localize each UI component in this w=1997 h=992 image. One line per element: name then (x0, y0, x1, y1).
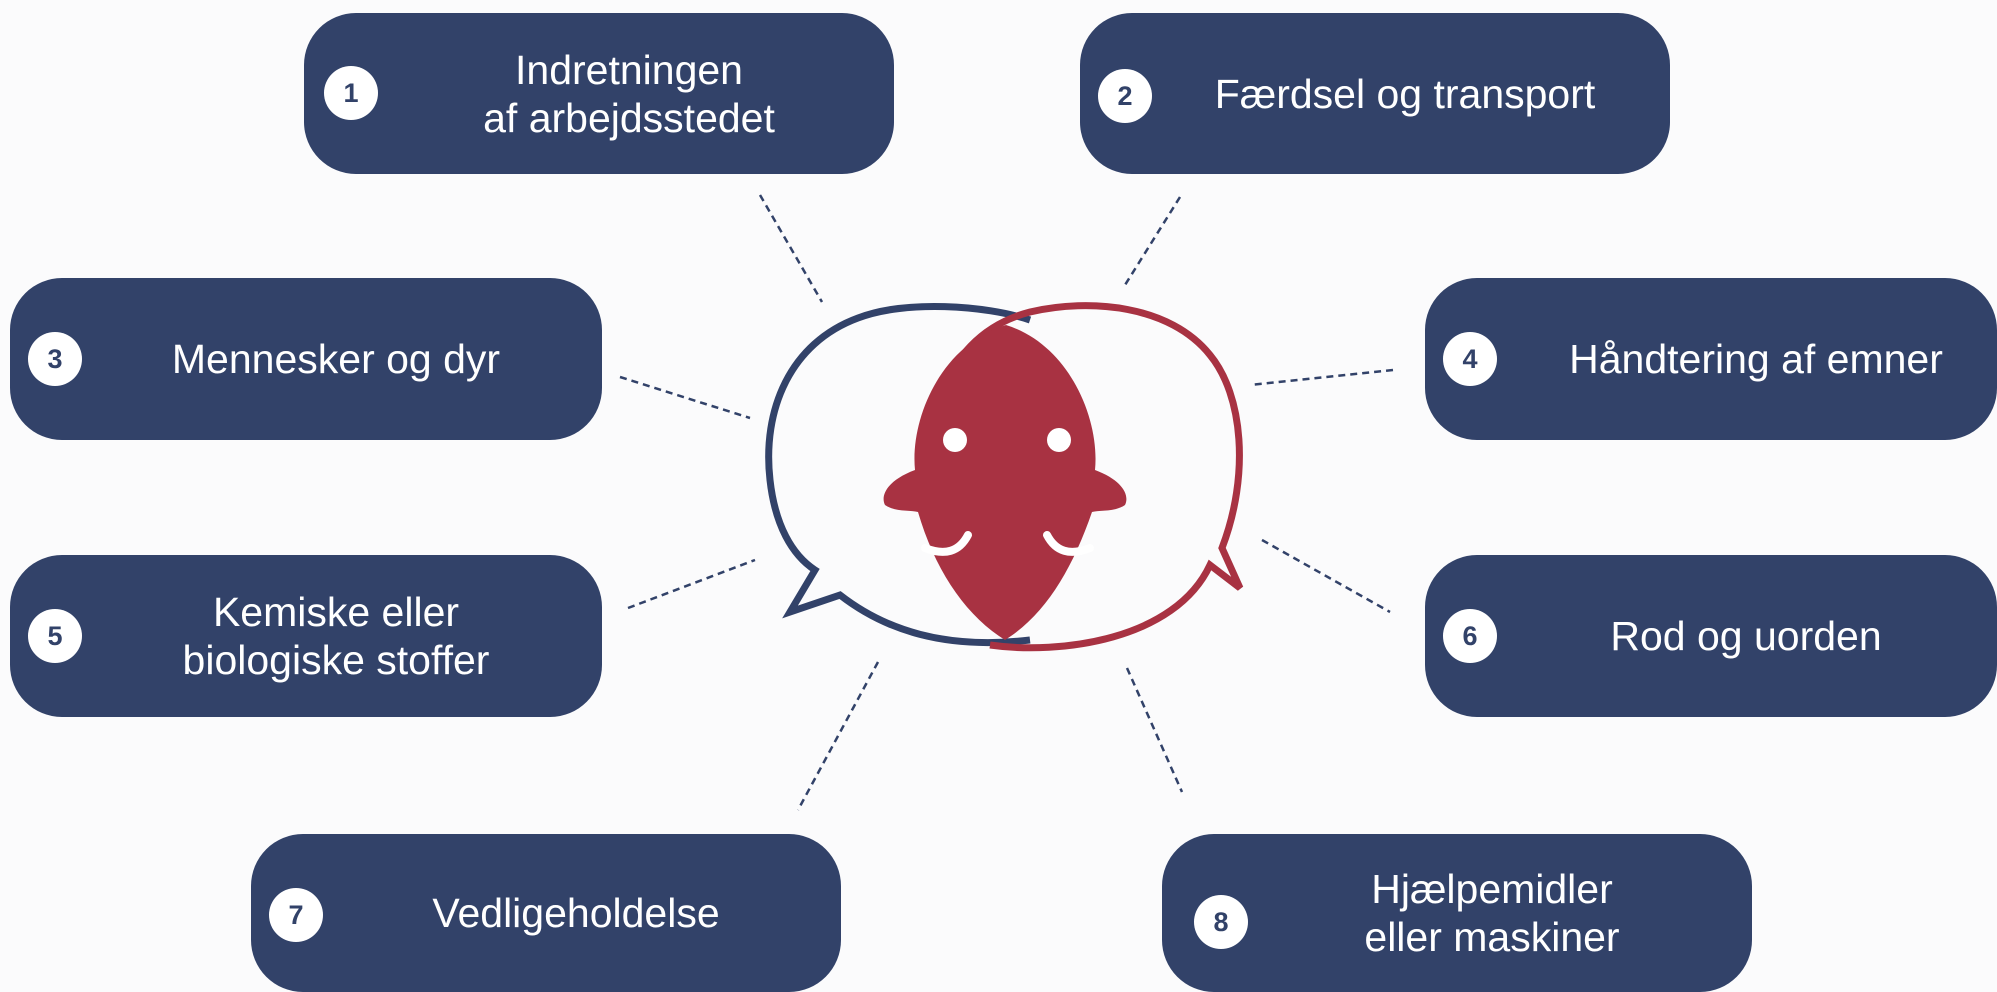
category-label-3-line-1: Mennesker og dyr (171, 336, 501, 382)
number-badge-7: 7 (269, 888, 323, 942)
category-label-1-line-2: af arbejdsstedet (483, 94, 775, 141)
right-eye-icon (1047, 428, 1071, 452)
category-box-5: 5 Kemiske eller biologiske stoffer (10, 555, 602, 717)
connector-2 (1123, 196, 1182, 286)
number-badge-2: 2 (1098, 69, 1152, 123)
category-label-8-line-2: eller maskiner (1364, 914, 1620, 960)
category-box-2: 2 Færdsel og transport (1080, 13, 1670, 174)
category-label-2: Færdsel og transport (1170, 13, 1640, 174)
category-label-3: Mennesker og dyr (100, 278, 572, 440)
category-label-5-line-2: biologiske stoffer (182, 637, 490, 683)
number-badge-3: 3 (28, 332, 82, 386)
category-label-6-line-1: Rod og uorden (1610, 613, 1882, 659)
right-smile-icon (1043, 531, 1094, 556)
category-label-1-line-1: Indretningen (515, 46, 743, 93)
category-label-5: Kemiske eller biologiske stoffer (100, 555, 572, 717)
number-badge-8: 8 (1194, 895, 1248, 949)
left-speech-bubble (765, 303, 1032, 647)
category-box-1: 1 Indretningen af arbejdsstedet (304, 13, 894, 174)
number-badge-5: 5 (28, 609, 82, 663)
category-label-4: Håndtering af emner (1515, 278, 1997, 440)
connector-7 (796, 661, 880, 811)
category-label-8-line-1: Hjælpemidler (1371, 866, 1613, 912)
category-box-3: 3 Mennesker og dyr (10, 278, 602, 440)
category-label-5-line-1: Kemiske eller (212, 589, 460, 635)
category-label-1: Indretningen af arbejdsstedet (394, 13, 864, 174)
left-eye-icon (943, 428, 967, 452)
category-label-6: Rod og uorden (1515, 555, 1977, 717)
number-badge-1: 1 (324, 66, 378, 120)
connector-8 (1125, 667, 1184, 793)
category-box-8: 8 Hjælpemidler eller maskiner (1162, 834, 1752, 992)
left-smile-icon (921, 531, 972, 556)
category-label-7-line-1: Vedligeholdelse (432, 890, 720, 936)
category-label-7: Vedligeholdelse (341, 834, 811, 992)
connector-1 (758, 194, 824, 303)
number-badge-6: 6 (1443, 609, 1497, 663)
red-face-shape (883, 325, 1127, 640)
number-badge-4: 4 (1443, 332, 1497, 386)
category-label-2-line-1: Færdsel og transport (1214, 70, 1596, 117)
category-box-4: 4 Håndtering af emner (1425, 278, 1997, 440)
connector-3 (619, 375, 751, 420)
category-label-8: Hjælpemidler eller maskiner (1262, 834, 1722, 992)
category-box-6: 6 Rod og uorden (1425, 555, 1997, 717)
right-speech-bubble (936, 302, 1244, 652)
category-box-7: 7 Vedligeholdelse (251, 834, 841, 992)
category-label-4-line-1: Håndtering af emner (1569, 336, 1943, 382)
connector-6 (1261, 538, 1391, 614)
connector-5 (627, 558, 756, 610)
